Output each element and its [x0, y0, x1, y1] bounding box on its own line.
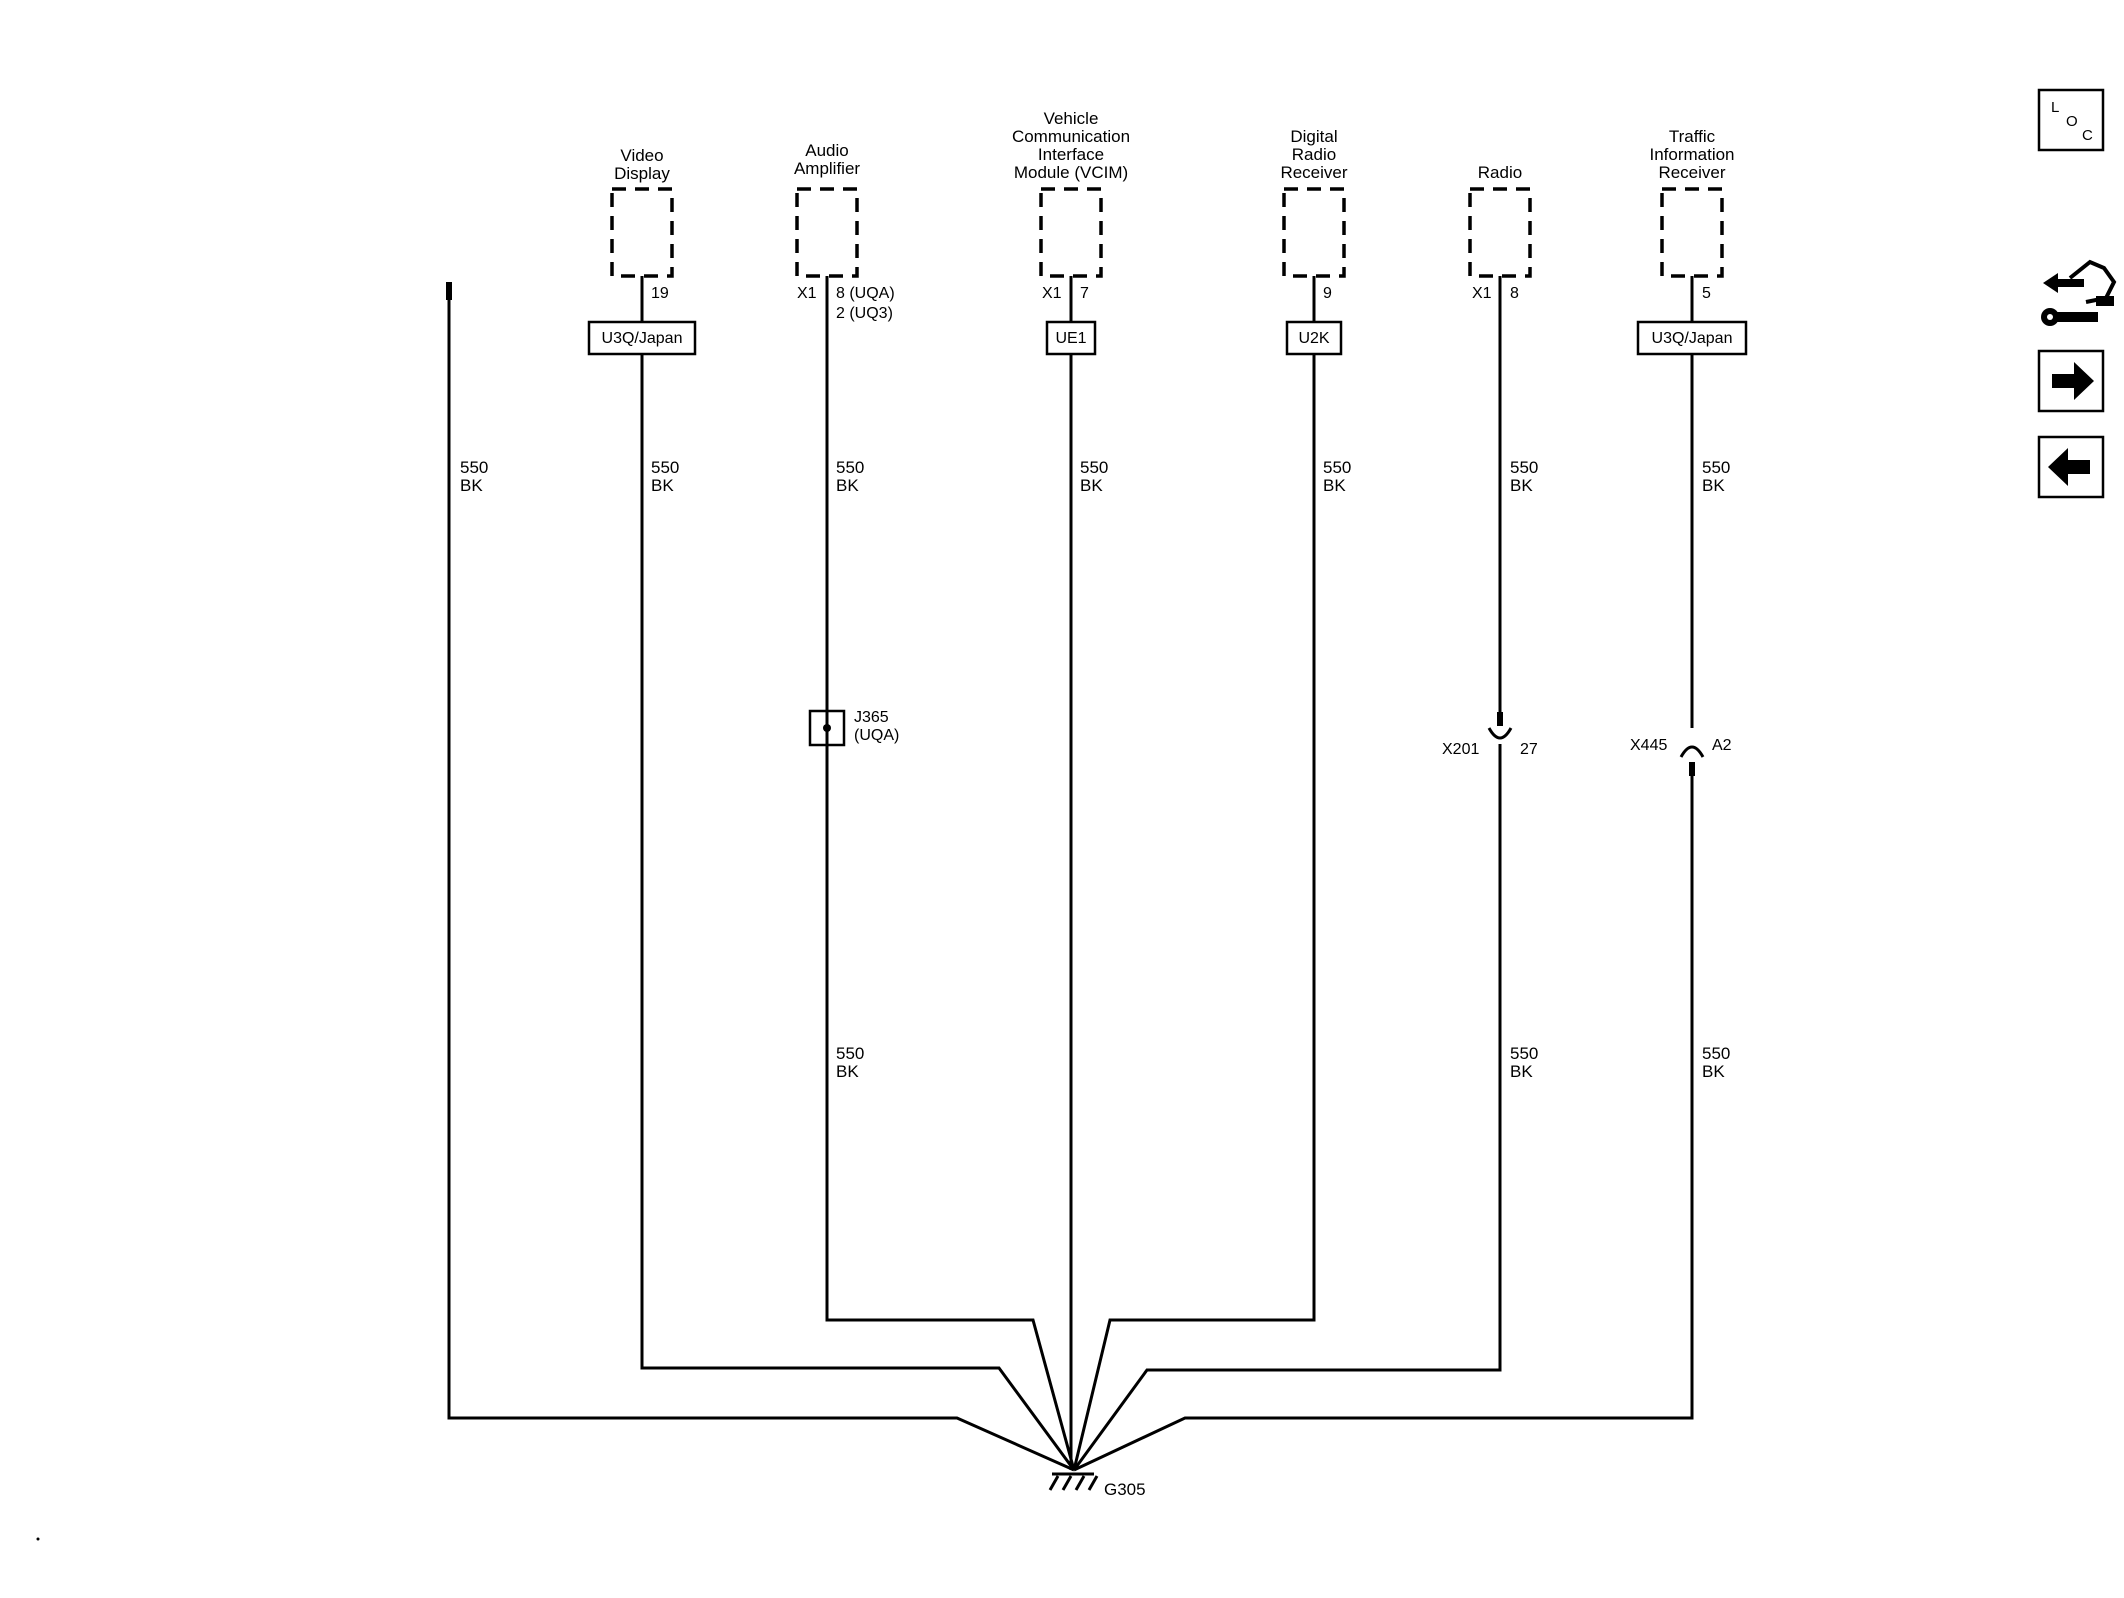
- component-box: [1468, 187, 1532, 278]
- inline-connector-cup: [1487, 727, 1513, 740]
- wire-gauge: 550: [1510, 458, 1538, 477]
- pin-number: 9: [1323, 285, 1332, 302]
- wire-gauge: 550: [836, 1044, 864, 1063]
- option-label: UE1: [1055, 330, 1086, 347]
- component-name-line: Interface: [1038, 145, 1104, 164]
- ground-g305: G305: [1048, 1472, 1146, 1499]
- pin-number: 7: [1080, 285, 1089, 302]
- component-box: [1039, 187, 1103, 278]
- component-box: [1282, 187, 1346, 278]
- ground-icon: [1048, 1475, 1099, 1491]
- pin-number: 5: [1702, 285, 1711, 302]
- left-wire-gauge: 550: [460, 458, 488, 477]
- harness-icon[interactable]: [2041, 259, 2117, 326]
- component-box: [610, 187, 674, 278]
- component-name-line: Vehicle: [1044, 109, 1099, 128]
- wire-gauge: 550: [651, 458, 679, 477]
- component-box: [795, 187, 859, 278]
- component-name-line: Digital: [1290, 127, 1337, 146]
- left-wire: 550 BK: [446, 282, 1075, 1472]
- inline-connector-pin-number: 27: [1520, 741, 1538, 758]
- loc-letter-o: O: [2066, 113, 2078, 130]
- wire-color: BK: [836, 476, 859, 495]
- component-radio: Radio X1 8 550 BK X201 27 550 BK: [1072, 163, 1538, 1471]
- stray-mark: [36, 1537, 40, 1541]
- component-name-line: Radio: [1292, 145, 1336, 164]
- wire-color: BK: [1510, 476, 1533, 495]
- inline-connector-id: X201: [1442, 741, 1479, 758]
- option-label: U2K: [1298, 330, 1329, 347]
- inline-connector-pin-number: A2: [1712, 737, 1732, 754]
- component-video-display: Video Display 19 U3Q/Japan 550 BK: [587, 146, 1076, 1471]
- component-name-line: Audio: [805, 141, 848, 160]
- wire-color: BK: [1510, 1062, 1533, 1081]
- wire-color: BK: [1702, 1062, 1725, 1081]
- component-name-line: Receiver: [1658, 163, 1725, 182]
- component-name-line: Information: [1649, 145, 1734, 164]
- loc-button[interactable]: L O C: [2037, 88, 2105, 152]
- connector-label: X1: [797, 285, 817, 302]
- pin-number: 8: [1510, 285, 1519, 302]
- splice-option: (UQA): [854, 727, 899, 744]
- component-name-line: Display: [614, 164, 670, 183]
- splice-id: J365: [854, 709, 889, 726]
- wire-gauge: 550: [836, 458, 864, 477]
- left-wire-color: BK: [460, 476, 483, 495]
- component-name-line: Video: [620, 146, 663, 165]
- wire-color: BK: [836, 1062, 859, 1081]
- connector-label: X1: [1042, 285, 1062, 302]
- splice-box: [808, 709, 846, 747]
- arrow-left-icon[interactable]: [2037, 435, 2105, 499]
- option-label: U3Q/Japan: [602, 330, 683, 347]
- wire-color: BK: [1323, 476, 1346, 495]
- wire-gauge: 550: [1323, 458, 1351, 477]
- wire-gauge: 550: [1080, 458, 1108, 477]
- component-name-line: Amplifier: [794, 159, 860, 178]
- wire-color: BK: [1080, 476, 1103, 495]
- pin-number: 2 (UQ3): [836, 305, 893, 322]
- inline-connector-pin: [1689, 762, 1695, 776]
- loc-letter-c: C: [2082, 127, 2093, 144]
- component-audio-amplifier: Audio Amplifier X1 8 (UQA) 2 (UQ3) 550 B…: [794, 141, 1076, 1471]
- ground-label: G305: [1104, 1480, 1146, 1499]
- wire-gauge: 550: [1702, 458, 1730, 477]
- connector-label: X1: [1472, 285, 1492, 302]
- wire-color: BK: [1702, 476, 1725, 495]
- component-name-line: Traffic: [1669, 127, 1716, 146]
- component-name-line: Module (VCIM): [1014, 163, 1128, 182]
- inline-connector-id: X445: [1630, 737, 1667, 754]
- wire-color: BK: [651, 476, 674, 495]
- inline-connector-cup: [1679, 745, 1705, 758]
- loc-letter-l: L: [2051, 99, 2059, 116]
- component-vcim: Vehicle Communication Interface Module (…: [1012, 109, 1130, 1470]
- option-label: U3Q/Japan: [1652, 330, 1733, 347]
- inline-connector-pin: [1497, 712, 1503, 726]
- component-traffic-information-receiver: Traffic Information Receiver 5 U3Q/Japan…: [1073, 127, 1748, 1472]
- component-name-line: Receiver: [1280, 163, 1347, 182]
- wire-gauge: 550: [1702, 1044, 1730, 1063]
- component-box: [1660, 187, 1724, 278]
- splice-dot: [823, 724, 831, 732]
- wire-gauge: 550: [1510, 1044, 1538, 1063]
- pin-number: 19: [651, 285, 669, 302]
- component-name-line: Communication: [1012, 127, 1130, 146]
- component-name-line: Radio: [1478, 163, 1522, 182]
- arrow-right-icon[interactable]: [2037, 349, 2105, 413]
- component-digital-radio-receiver: Digital Radio Receiver 9 U2K 550 BK: [1072, 127, 1351, 1471]
- pin-number: 8 (UQA): [836, 285, 895, 302]
